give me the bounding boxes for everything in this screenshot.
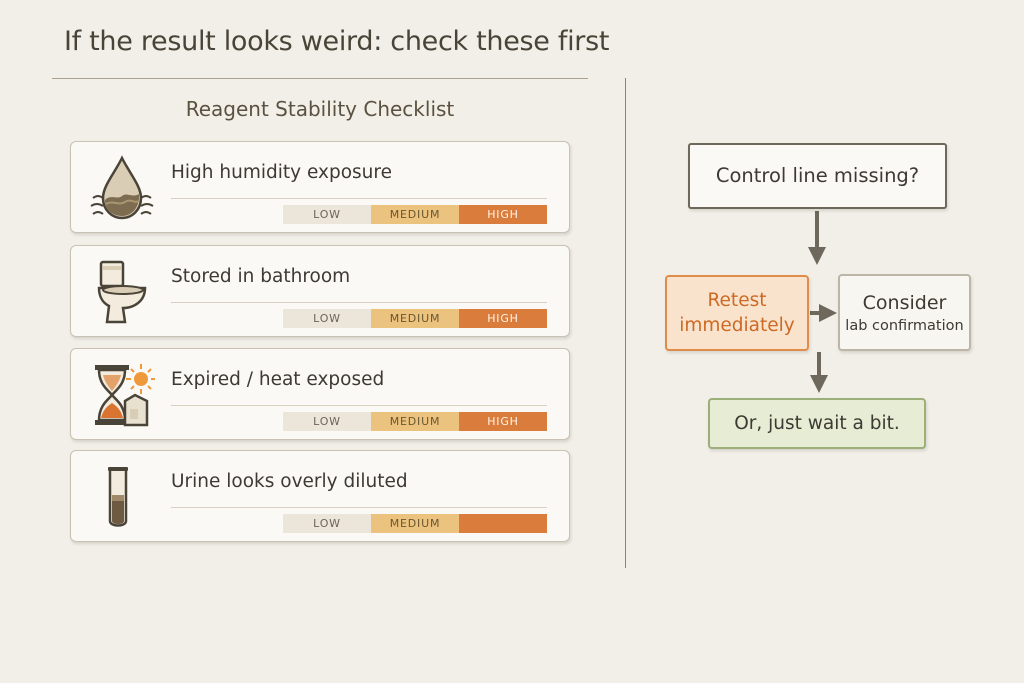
title-divider: [52, 78, 588, 79]
checklist-item-label: High humidity exposure: [171, 162, 392, 183]
risk-scale: LOW MEDIUM HIGH: [283, 309, 547, 328]
scale-high: HIGH: [459, 205, 547, 224]
scale-low: LOW: [283, 309, 371, 328]
checklist-item-label: Urine looks overly diluted: [171, 471, 408, 492]
water-drop-icon: [90, 155, 154, 220]
retest-line2: immediately: [679, 315, 795, 336]
scale-high: HIGH: [459, 309, 547, 328]
card-divider: [171, 405, 547, 406]
hourglass-sun-icon: [95, 364, 155, 427]
lab-line2: lab confirmation: [845, 318, 964, 334]
risk-scale: LOW MEDIUM HIGH: [283, 412, 547, 431]
checklist-item-label: Stored in bathroom: [171, 266, 351, 287]
checklist-item-humidity: High humidity exposure LOW MEDIUM HIGH: [70, 141, 570, 233]
checklist-item-bathroom: Stored in bathroom LOW MEDIUM HIGH: [70, 245, 570, 337]
flow-retest-box: Retest immediately: [665, 275, 809, 351]
lab-line1: Consider: [862, 292, 947, 314]
scale-low: LOW: [283, 412, 371, 431]
scale-high: [459, 514, 547, 533]
scale-medium: MEDIUM: [371, 309, 459, 328]
scale-medium: MEDIUM: [371, 514, 459, 533]
scale-medium: MEDIUM: [371, 205, 459, 224]
risk-scale: LOW MEDIUM HIGH: [283, 205, 547, 224]
checklist-item-expired: Expired / heat exposed LOW MEDIUM HIGH: [70, 348, 570, 440]
risk-scale: LOW MEDIUM: [283, 514, 547, 533]
scale-high: HIGH: [459, 412, 547, 431]
scale-low: LOW: [283, 514, 371, 533]
scale-low: LOW: [283, 205, 371, 224]
retest-line1: Retest: [707, 290, 767, 311]
flow-question-box: Control line missing?: [688, 143, 947, 209]
toilet-icon: [97, 260, 147, 324]
flow-wait-box: Or, just wait a bit.: [708, 398, 926, 449]
test-tube-icon: [108, 467, 128, 527]
card-divider: [171, 302, 547, 303]
card-divider: [171, 507, 547, 508]
checklist-title: Reagent Stability Checklist: [185, 97, 455, 121]
scale-medium: MEDIUM: [371, 412, 459, 431]
checklist-item-label: Expired / heat exposed: [171, 369, 385, 390]
flow-lab-box: Consider lab confirmation: [838, 274, 971, 351]
card-divider: [171, 198, 547, 199]
page-title: If the result looks weird: check these f…: [64, 26, 610, 57]
checklist-item-diluted: Urine looks overly diluted LOW MEDIUM: [70, 450, 570, 542]
vertical-divider: [625, 78, 626, 568]
